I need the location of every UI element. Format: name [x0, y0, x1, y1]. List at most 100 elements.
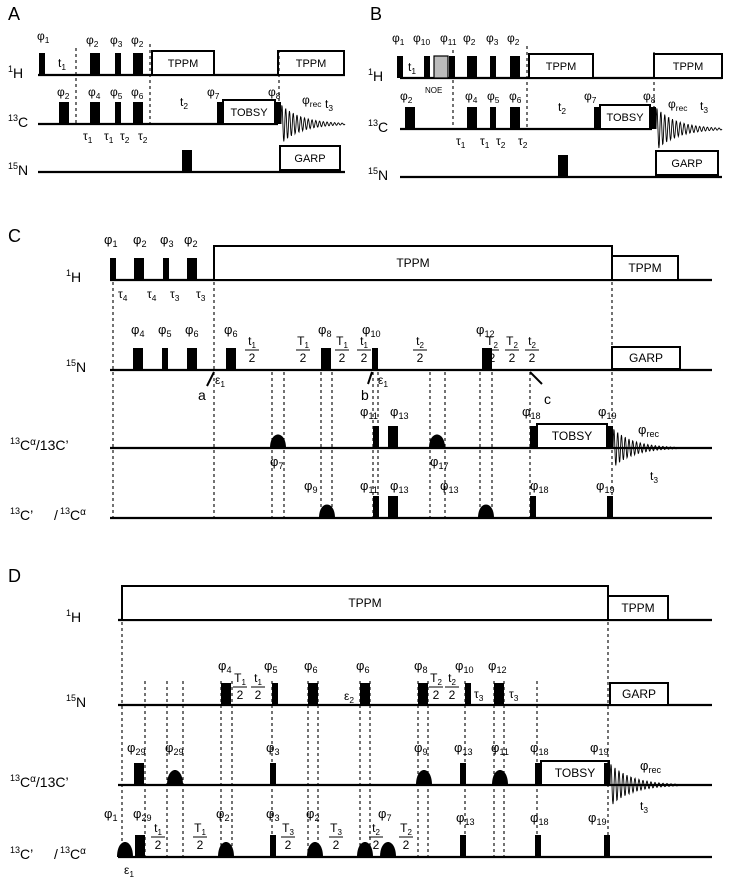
pulse-cp-phi29: [135, 835, 145, 857]
phase-label-phi4: φ4: [131, 322, 145, 339]
phase-label-phi11: φ11: [360, 404, 378, 421]
tppm-box-1: TPPM: [121, 585, 609, 621]
svg-text:TPPM: TPPM: [168, 58, 199, 70]
fraction-cp-t1: t12: [151, 821, 165, 852]
svg-text:TOBSY: TOBSY: [555, 766, 595, 780]
pulse-ca-phi19: [607, 426, 613, 448]
phase-label-phi1: φ1: [104, 806, 118, 823]
phase-label-phi19: φ19: [590, 740, 609, 757]
t3-label: t3: [650, 469, 658, 485]
phase-label-phi6: φ6: [131, 85, 144, 101]
fraction-t2: t22: [413, 334, 427, 365]
tau3-label: τ3: [474, 687, 484, 703]
tobsy-box: TOBSY: [540, 760, 610, 786]
phase-label-phi5: φ5: [264, 658, 278, 675]
pulse-cp-phi18: [530, 496, 536, 518]
svg-text:TPPM: TPPM: [296, 58, 327, 70]
pulse-ca-phi13: [460, 763, 466, 785]
delay-label-t2: t2: [180, 95, 188, 111]
delay-label-τ1: τ1: [104, 129, 114, 145]
svg-text:T3: T3: [282, 821, 294, 837]
phase-label-phi13: φ13: [454, 740, 473, 757]
channel-label-13c: 13C: [368, 118, 388, 135]
fraction-n-t1: t12: [251, 671, 265, 702]
channel-label-13cp-13ca: 13C’: [10, 506, 33, 523]
phase-label-phi2: φ2: [400, 89, 413, 105]
delay-label-t1: t1: [58, 56, 66, 72]
svg-text:TOBSY: TOBSY: [552, 429, 592, 443]
phase-label-phi3: φ3: [266, 806, 280, 823]
pulse-n-phi6: [187, 348, 197, 370]
channel-label-slash: /: [54, 846, 58, 862]
marker-a-tick: [206, 371, 215, 387]
fraction-t1: t12: [245, 334, 259, 365]
phase-label-phi29: φ29: [165, 740, 184, 757]
phase-label-phi9: φ9: [414, 740, 428, 757]
pulse-c-phi7: [594, 107, 600, 129]
channel-label-slash: /: [54, 507, 58, 523]
svg-text:t1: t1: [154, 821, 162, 837]
phase-label-phi4: φ4: [218, 658, 232, 675]
pulse-n-phi6b: [226, 348, 236, 370]
phase-label-phi7: φ7: [584, 89, 597, 105]
channel-label-1h: 1H: [368, 67, 383, 84]
svg-text:T1: T1: [336, 334, 348, 350]
phase-label-phi6: φ6: [304, 658, 318, 675]
t3-label: t3: [640, 799, 648, 815]
phase-label-phi18: φ18: [530, 478, 549, 495]
phase-label-phi2: φ2: [57, 85, 70, 101]
channel-label-13ca-13cp: 13Cα/13C’: [10, 436, 69, 453]
tppm-box-2: TPPM: [277, 50, 345, 76]
phase-label-phi4: φ4: [88, 85, 101, 101]
svg-text:2: 2: [285, 838, 292, 852]
phase-label-phi3: φ3: [486, 31, 499, 47]
pulse-n-phi4: [133, 348, 143, 370]
pulse-h-phi10: [424, 56, 430, 78]
pulse-n-phi10: [465, 683, 471, 705]
tobsy-box: TOBSY: [222, 99, 276, 125]
shaped-pulse-phi17: [429, 434, 445, 448]
pulse-h-phi3: [490, 56, 496, 78]
phase-label-phi19: φ19: [588, 810, 607, 827]
shaped-pulse-ca-phi29: [167, 770, 183, 785]
pulse-n-phi5: [162, 348, 168, 370]
svg-text:GARP: GARP: [294, 153, 325, 165]
svg-text:t2: t2: [528, 334, 536, 350]
pulse-h-phi2b: [510, 56, 520, 78]
fraction-cp-T2: T22: [399, 821, 413, 852]
pulse-h-phi11: [449, 56, 455, 78]
phase-label-phi29: φ29: [133, 806, 152, 823]
pulse-h-phi1: [110, 258, 116, 280]
panel-label-d: D: [8, 566, 21, 586]
pulse-n-phi6: [308, 683, 318, 705]
svg-text:GARP: GARP: [629, 351, 663, 365]
marker-c: c: [544, 391, 551, 407]
fraction-T2: T22: [485, 334, 499, 365]
phase-label-phi8: φ8: [268, 85, 281, 101]
tppm-box-2: TPPM: [607, 595, 669, 621]
phase-label-phi13: φ13: [440, 478, 459, 495]
svg-text:T3: T3: [330, 821, 342, 837]
tau-label-3: τ3: [196, 287, 206, 303]
garp-box: GARP: [279, 145, 341, 171]
phase-label-phi13: φ13: [390, 478, 409, 495]
pulse-c-phi4: [467, 107, 477, 129]
fid-signal: [609, 764, 679, 805]
shaped-pulse-cp-phi2b: [307, 842, 323, 857]
svg-text:2: 2: [255, 688, 262, 702]
epsilon-1-label: ε1: [215, 373, 225, 389]
shaped-pulse-cp-phi7b: [380, 842, 396, 857]
pulse-ca-phi13: [388, 426, 398, 448]
phase-label-phi6: φ6: [185, 322, 199, 339]
pulse-cp-phi18: [535, 835, 541, 857]
phase-label-phi5: φ5: [110, 85, 123, 101]
receiver-phase-label: φrec: [640, 758, 662, 775]
phase-label-phi11: φ11: [491, 740, 509, 757]
marker-c-tick: [529, 371, 543, 385]
delay-label-t3: t3: [325, 97, 333, 113]
tppm-box-1: TPPM: [528, 53, 594, 79]
delay-label-τ1: τ1: [83, 129, 93, 145]
shaped-pulse-cp-phi2: [218, 842, 234, 857]
marker-b: b: [361, 387, 369, 403]
fraction-T1: T12: [296, 334, 310, 365]
